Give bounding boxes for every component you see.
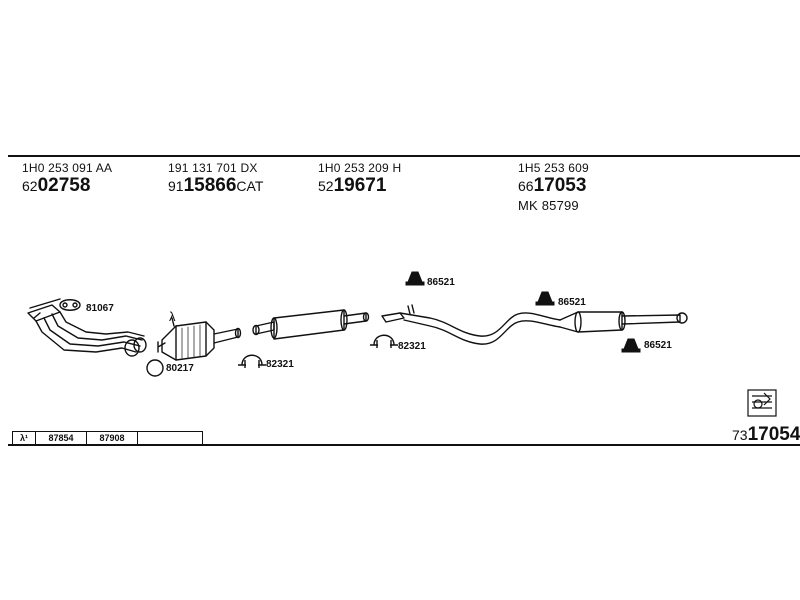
part-number: 5219671 <box>318 175 387 196</box>
ring-callout: 80217 <box>166 363 194 374</box>
oem-number: 191 131 701 DX <box>168 161 258 175</box>
oem-number: 1H0 253 209 H <box>318 161 402 175</box>
clamp-right-callout: 82321 <box>398 341 426 352</box>
lambda-label-cell: λ¹ <box>12 431 36 445</box>
mounting-kit-number: MK 85799 <box>518 198 579 213</box>
top-divider-line <box>8 155 800 157</box>
catalytic-converter-drawing <box>157 317 242 361</box>
hanger-drawings <box>405 271 641 353</box>
sensor-part-cell: 87908 <box>86 431 138 445</box>
blank-cell <box>137 431 203 445</box>
oem-number: 1H5 253 609 <box>518 161 589 175</box>
part-number: 6617053 <box>518 175 587 196</box>
middle-silencer-drawing <box>252 309 370 340</box>
part-number: 6202758 <box>22 175 91 196</box>
gasket-callout: 81067 <box>86 303 114 314</box>
hanger-right-callout: 86521 <box>644 340 672 351</box>
kit-box-drawing <box>747 389 777 417</box>
front-pipe-drawing <box>27 298 147 357</box>
clamp-left-callout: 82321 <box>266 359 294 370</box>
gasket-drawing <box>59 299 81 311</box>
lambda-sensor-label: λ <box>169 309 176 324</box>
rear-silencer-drawing <box>381 304 688 345</box>
hanger-top-callout: 86521 <box>427 277 455 288</box>
sealing-ring-drawing <box>146 359 164 377</box>
clamp-drawings <box>238 334 398 368</box>
kit-number: 7317054 <box>732 424 800 445</box>
part-block-1: 1H0 253 091 AA 6202758 <box>22 161 112 197</box>
oem-number: 1H0 253 091 AA <box>22 161 113 175</box>
hanger-mid-callout: 86521 <box>558 297 586 308</box>
part-block-3: 1H0 253 209 H 5219671 <box>318 161 401 197</box>
part-block-2: 191 131 701 DX 9115866CAT <box>168 161 263 197</box>
part-number: 9115866CAT <box>168 175 264 196</box>
sensor-part-cell: 87854 <box>35 431 87 445</box>
part-block-4: 1H5 253 609 6617053 MK 85799 <box>518 161 589 213</box>
bottom-divider-line <box>8 444 800 446</box>
